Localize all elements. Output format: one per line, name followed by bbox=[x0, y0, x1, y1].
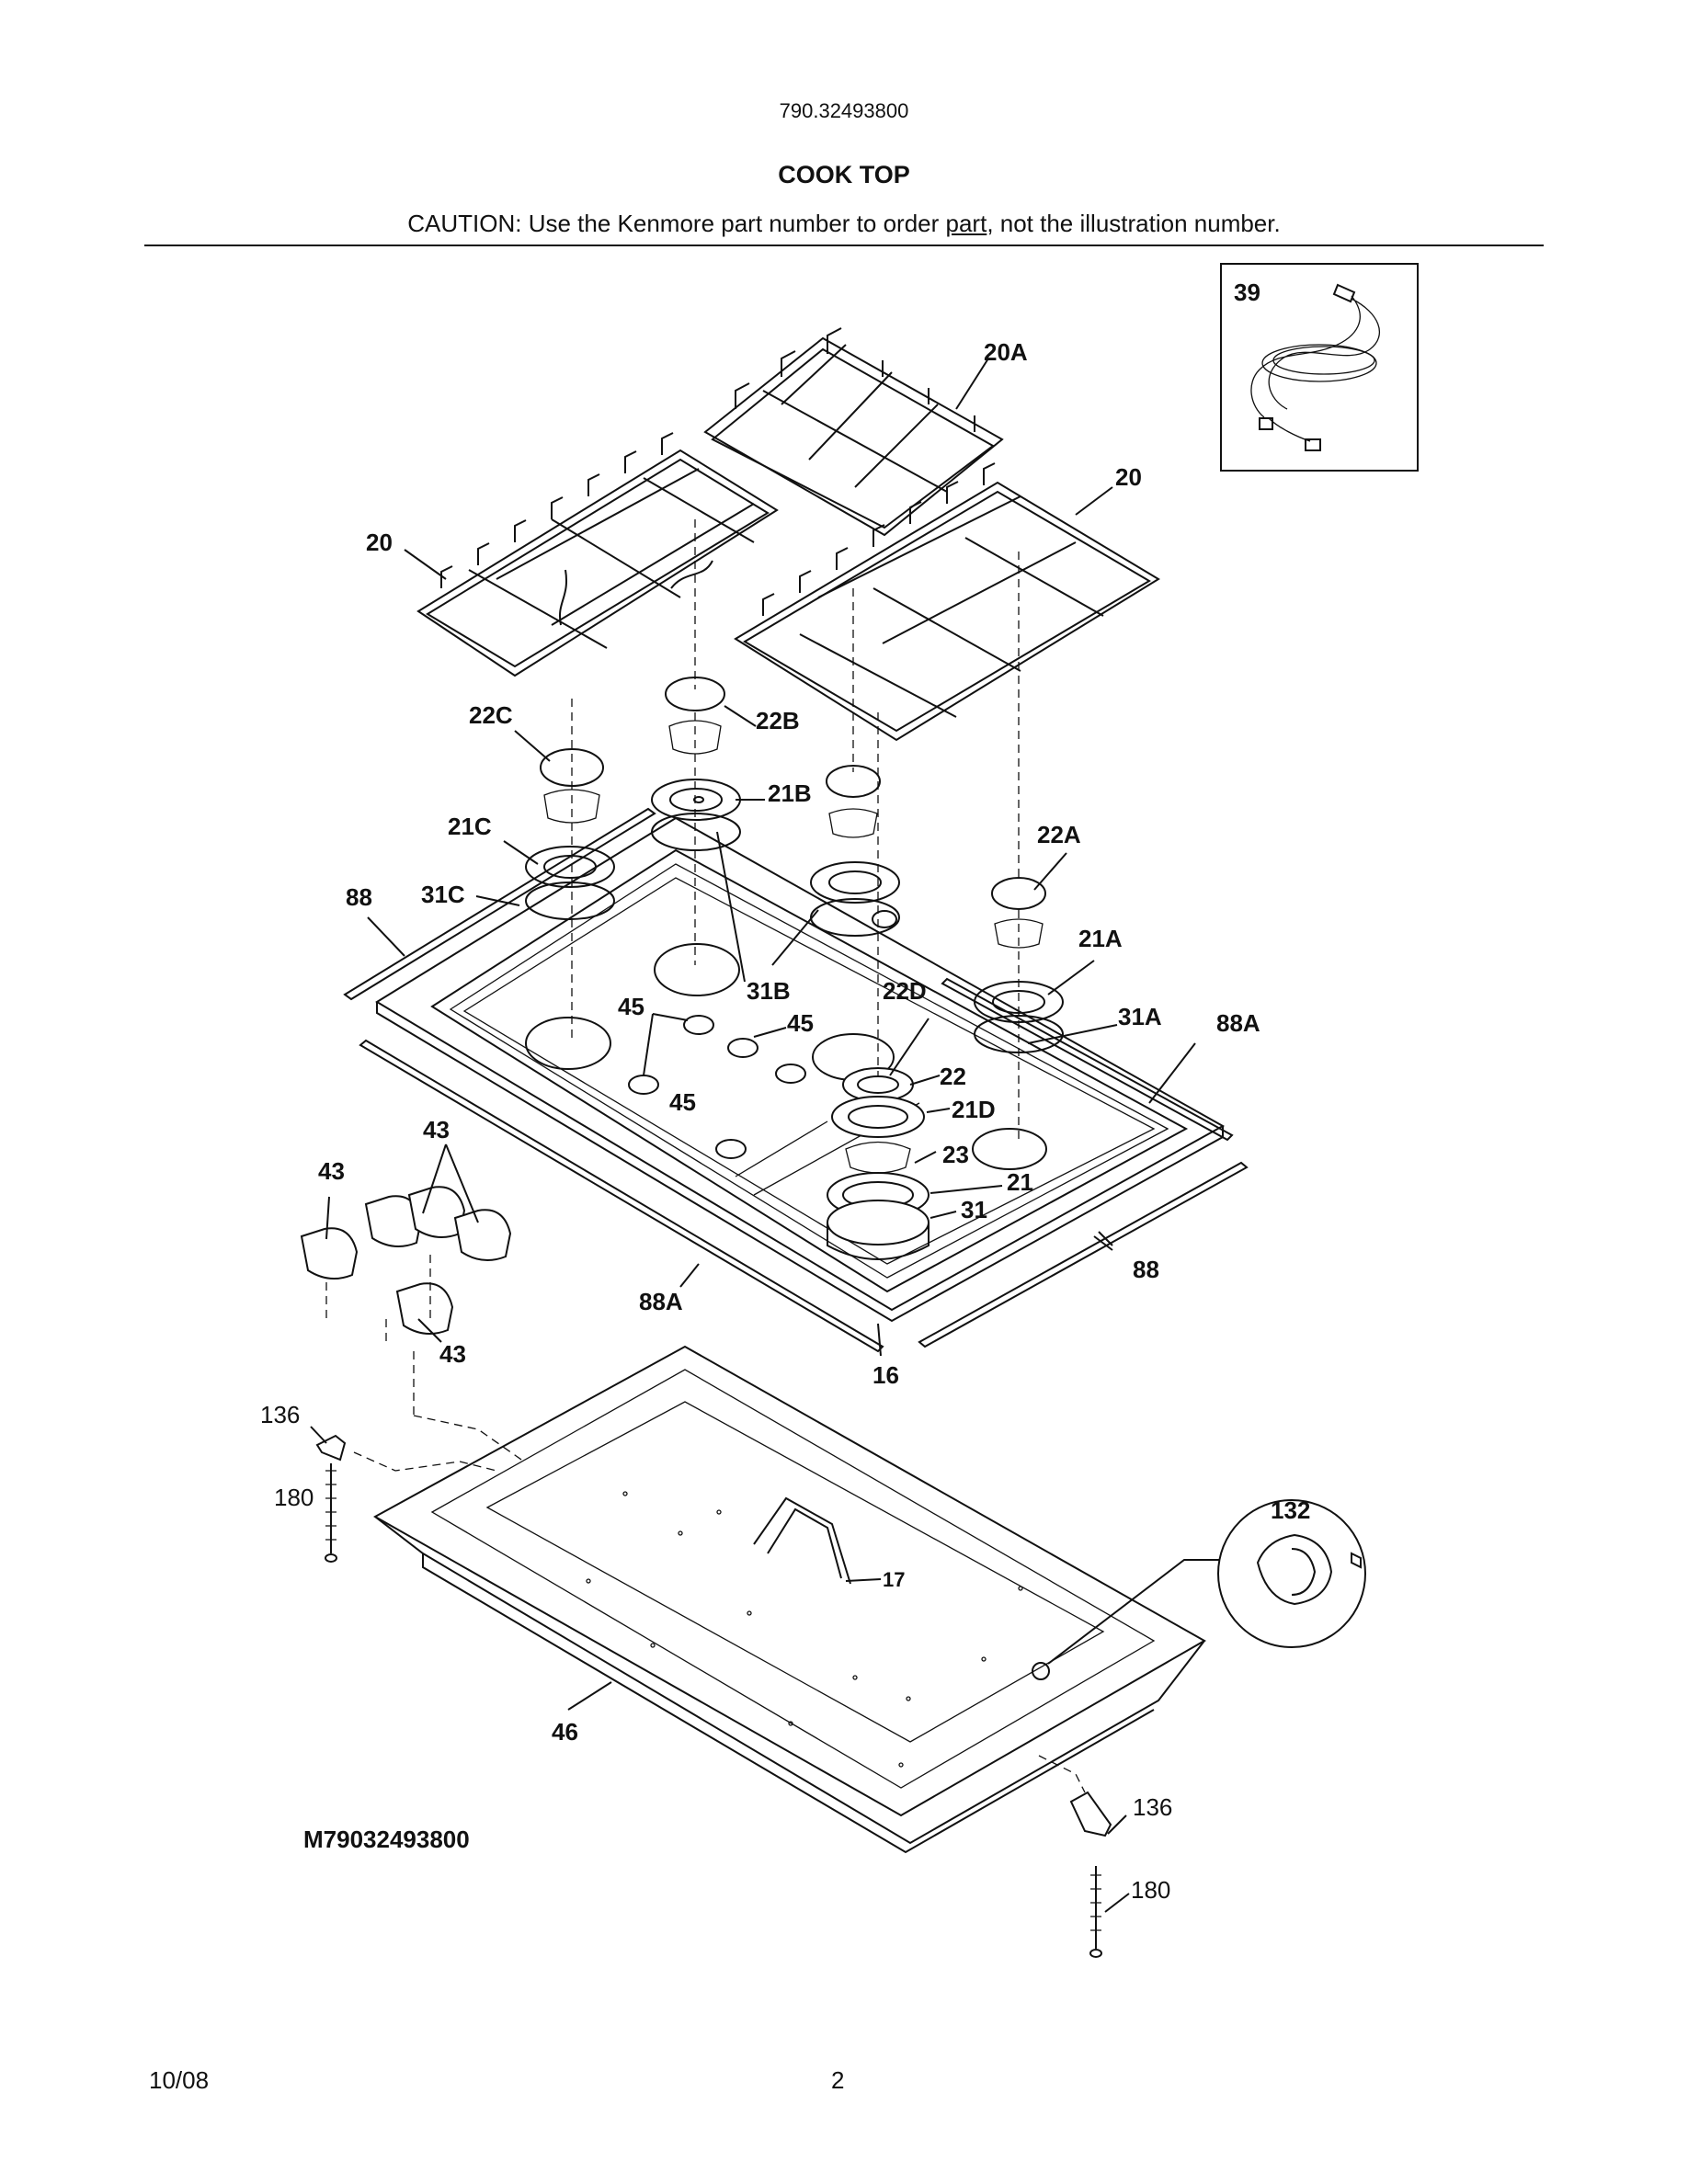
model-number: 790.32493800 bbox=[779, 99, 909, 122]
callout-31: 31 bbox=[961, 1196, 987, 1223]
center-burner-assembly bbox=[827, 1067, 930, 1260]
callout-31A: 31A bbox=[1118, 1003, 1162, 1030]
callout-21: 21 bbox=[1007, 1168, 1033, 1196]
control-knobs-43 bbox=[300, 1186, 512, 1335]
callout-17: 17 bbox=[883, 1568, 905, 1591]
callout-43-left: 43 bbox=[318, 1157, 345, 1185]
caution-part-word: part bbox=[945, 210, 987, 237]
cooktop-surface bbox=[375, 816, 1226, 1323]
callout-labels: 39 20A 20 20 22C 22B 21B 21C 22A 88 31C … bbox=[260, 279, 1310, 1904]
callout-43-top: 43 bbox=[423, 1116, 450, 1143]
callout-180-right: 180 bbox=[1131, 1876, 1170, 1904]
igniter-inset bbox=[1047, 1499, 1366, 1665]
callout-88A-bottom: 88A bbox=[639, 1288, 683, 1315]
callout-39: 39 bbox=[1234, 279, 1260, 306]
page-number: 2 bbox=[831, 2066, 845, 2094]
burner-heads bbox=[543, 720, 1044, 949]
callout-136-left: 136 bbox=[260, 1401, 300, 1428]
page-title: COOK TOP bbox=[778, 161, 910, 188]
header-rule bbox=[144, 245, 1544, 246]
callout-22: 22 bbox=[940, 1063, 966, 1090]
callout-16: 16 bbox=[873, 1361, 899, 1389]
figure-id: M79032493800 bbox=[303, 1826, 470, 1853]
callout-180-left: 180 bbox=[274, 1484, 314, 1511]
caution-text: CAUTION: Use the Kenmore part number to … bbox=[407, 210, 946, 237]
power-cord-inset bbox=[1220, 263, 1419, 472]
burner-box bbox=[372, 1345, 1207, 1854]
trim-strips bbox=[343, 807, 1249, 1353]
callout-22B: 22B bbox=[756, 707, 800, 734]
grate-20-left bbox=[416, 432, 779, 677]
callout-22C: 22C bbox=[469, 701, 513, 729]
callout-45-b: 45 bbox=[787, 1009, 814, 1037]
callout-20-right: 20 bbox=[1115, 463, 1142, 491]
callout-88-right: 88 bbox=[1133, 1256, 1159, 1283]
callout-45-c: 45 bbox=[669, 1088, 696, 1116]
seals-45 bbox=[628, 1015, 806, 1159]
grate-20A bbox=[703, 327, 1004, 537]
callout-21A: 21A bbox=[1078, 925, 1123, 952]
callout-88A-right: 88A bbox=[1216, 1009, 1260, 1037]
callout-31C: 31C bbox=[421, 881, 465, 908]
callout-88-left: 88 bbox=[346, 883, 372, 911]
callout-46: 46 bbox=[552, 1718, 578, 1746]
grate-20-right bbox=[734, 462, 1160, 742]
caution-notice: CAUTION: Use the Kenmore part number to … bbox=[0, 210, 1688, 238]
footer-date: 10/08 bbox=[149, 2066, 210, 2094]
callout-21B: 21B bbox=[768, 779, 812, 807]
callout-21D: 21D bbox=[952, 1096, 996, 1123]
callout-45-a: 45 bbox=[618, 993, 644, 1020]
callout-23: 23 bbox=[942, 1141, 969, 1168]
callout-136-right: 136 bbox=[1133, 1793, 1172, 1821]
caution-text-end: , not the illustration number. bbox=[987, 210, 1281, 237]
burner-caps bbox=[540, 677, 1046, 928]
callout-22A: 22A bbox=[1037, 821, 1081, 848]
alignment-lines bbox=[325, 519, 1020, 1462]
callout-22D: 22D bbox=[883, 977, 927, 1005]
burner-bases bbox=[525, 779, 1064, 1053]
callout-20-left: 20 bbox=[366, 529, 393, 556]
callout-132: 132 bbox=[1271, 1496, 1310, 1524]
leader-lines bbox=[310, 358, 1196, 1913]
callout-20A: 20A bbox=[984, 338, 1028, 366]
callout-31B: 31B bbox=[747, 977, 791, 1005]
callout-21C: 21C bbox=[448, 813, 492, 840]
callout-43-bottom: 43 bbox=[439, 1340, 466, 1368]
